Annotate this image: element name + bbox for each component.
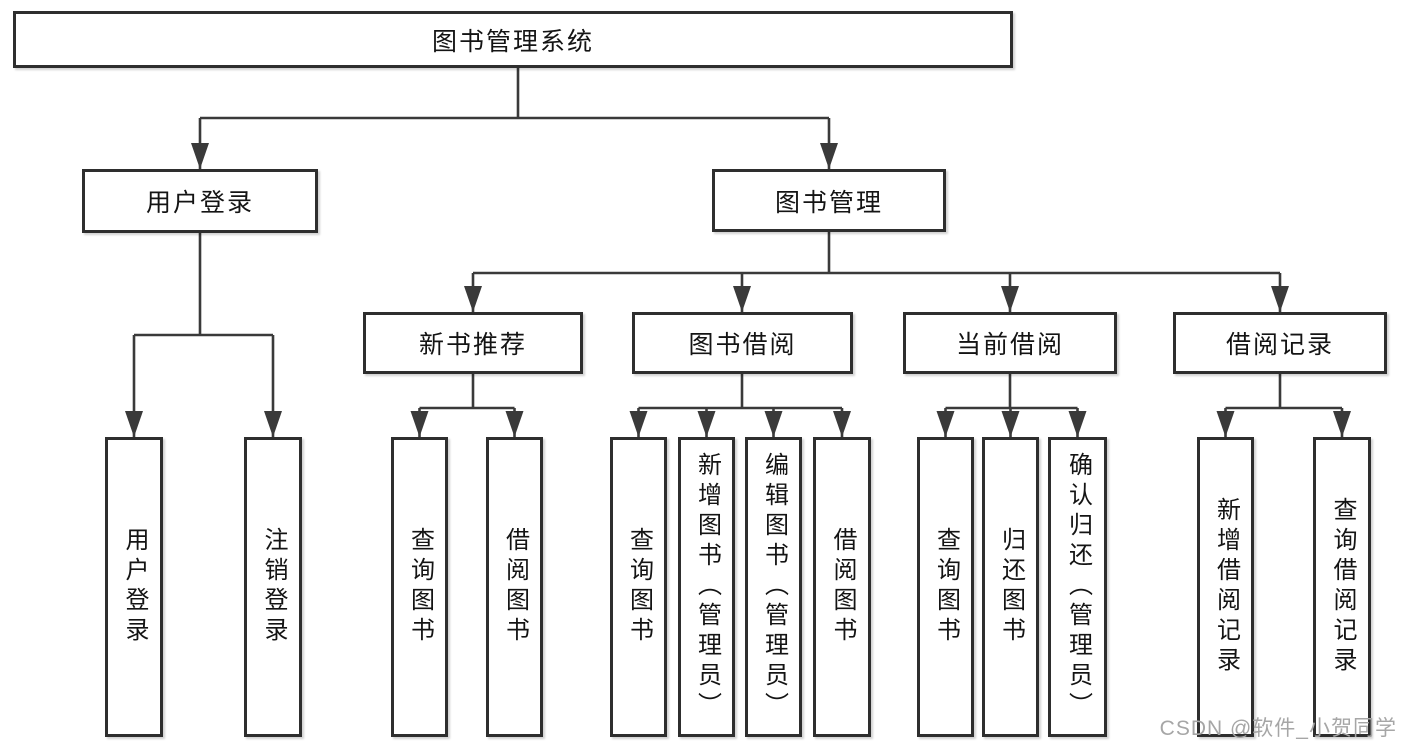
leaf-add-borrow-record-label: 新增借阅记录 [1212, 497, 1240, 677]
leaf-query-books-current: 查询图书 [917, 437, 974, 737]
connector-user-login [125, 233, 282, 437]
leaf-edit-books-admin: 编辑图书（管理员） [745, 437, 802, 737]
node-root: 图书管理系统 [13, 11, 1013, 68]
leaf-query-books-current-label: 查询图书 [932, 527, 960, 647]
leaf-query-books-recommend: 查询图书 [391, 437, 448, 737]
node-borrow-records-label: 借阅记录 [1225, 331, 1334, 359]
leaf-borrow-books-recommend-label: 借阅图书 [501, 527, 529, 647]
node-current-borrow: 当前借阅 [903, 312, 1117, 374]
csdn-watermark: CSDN @软件_小贺同学 [1159, 717, 1397, 740]
leaf-borrow-books-recommend: 借阅图书 [486, 437, 543, 737]
node-user-login: 用户登录 [82, 169, 318, 233]
leaf-user-login-label: 用户登录 [121, 527, 148, 647]
leaf-add-books-admin-label: 新增图书（管理员） [693, 452, 721, 722]
node-user-login-label: 用户登录 [145, 189, 254, 217]
leaf-return-books: 归还图书 [982, 437, 1039, 737]
connector-current-borrow [936, 374, 1087, 437]
connector-book-borrow [629, 374, 851, 437]
node-book-borrow-label: 图书借阅 [688, 331, 797, 359]
node-borrow-records: 借阅记录 [1173, 312, 1387, 374]
leaf-edit-books-admin-label: 编辑图书（管理员） [760, 452, 788, 722]
leaf-logout: 注销登录 [244, 437, 302, 737]
node-new-book-recommend: 新书推荐 [363, 312, 583, 374]
connector-root [191, 68, 838, 169]
connector-new-book-recommend [410, 374, 524, 437]
node-book-borrow: 图书借阅 [632, 312, 853, 374]
leaf-query-books-borrow: 查询图书 [610, 437, 667, 737]
node-current-borrow-label: 当前借阅 [955, 331, 1064, 359]
leaf-confirm-return-admin-label: 确认归还（管理员） [1064, 452, 1092, 722]
leaf-add-books-admin: 新增图书（管理员） [678, 437, 735, 737]
leaf-return-books-label: 归还图书 [997, 527, 1025, 647]
leaf-user-login: 用户登录 [105, 437, 163, 737]
leaf-query-books-recommend-label: 查询图书 [406, 527, 434, 647]
leaf-add-borrow-record: 新增借阅记录 [1197, 437, 1254, 737]
leaf-borrow-books-label: 借阅图书 [829, 527, 856, 647]
leaf-confirm-return-admin: 确认归还（管理员） [1048, 437, 1107, 737]
node-root-label: 图书管理系统 [431, 27, 594, 56]
leaf-query-borrow-record: 查询借阅记录 [1313, 437, 1371, 737]
leaf-query-books-borrow-label: 查询图书 [625, 527, 653, 647]
leaf-logout-label: 注销登录 [260, 527, 287, 647]
connector-borrow-records [1216, 374, 1351, 437]
leaf-borrow-books: 借阅图书 [813, 437, 871, 737]
connector-book-management [464, 232, 1289, 312]
leaf-query-borrow-record-label: 查询借阅记录 [1329, 497, 1356, 677]
node-book-management: 图书管理 [712, 169, 946, 232]
node-book-management-label: 图书管理 [774, 188, 883, 217]
node-new-book-recommend-label: 新书推荐 [418, 331, 527, 359]
